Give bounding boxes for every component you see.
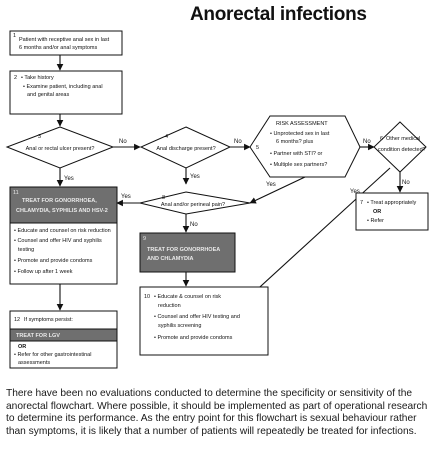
node-5-line-1: • Unprotected sex in last bbox=[270, 131, 330, 137]
node-6-line-1: Other medical bbox=[386, 136, 420, 142]
node-1-line-2: 6 months and/or anal symptoms bbox=[19, 45, 98, 51]
node-2-line-2: • Examine patient, including anal bbox=[23, 84, 103, 90]
node-12-line-1: OR bbox=[18, 344, 26, 350]
node-5-heading: RISK ASSESSMENT bbox=[276, 121, 328, 127]
node-7-treat-refer: 7 • Treat appropriately OR • Refer bbox=[355, 192, 429, 231]
node-7-line-3: • Refer bbox=[367, 218, 384, 224]
node-11-treat-all: 11 TREAT FOR GONORRHOEA, CHLAMYDIA, SYPH… bbox=[9, 186, 118, 285]
node-10-line-3: • Counsel and offer HIV testing and bbox=[154, 314, 240, 320]
node-1-entry: 1 Patient with receptive anal sex in las… bbox=[9, 30, 123, 56]
label-no-8: No bbox=[190, 222, 198, 228]
node-11-line-2: • Counsel and offer HIV and syphilis bbox=[14, 238, 102, 244]
node-2-line-3: and genital areas bbox=[27, 92, 69, 98]
node-8-number: 8 bbox=[162, 195, 165, 201]
node-3-number: 3 bbox=[38, 134, 41, 140]
node-11-line-4: • Promote and provide condoms bbox=[14, 258, 93, 264]
node-9-number: 9 bbox=[143, 236, 146, 242]
node-12-text: If symptoms persist: bbox=[24, 317, 73, 323]
node-3-ulcer-decision: 3 Anal or rectal ulcer present? bbox=[5, 126, 115, 169]
label-yes-5: Yes bbox=[266, 182, 276, 188]
node-6-medical-decision: 6 Other medical condition detected? bbox=[373, 121, 427, 173]
node-11-line-5: • Follow up after 1 week bbox=[14, 269, 73, 275]
node-9-line-1: TREAT FOR GONORRHOEA bbox=[147, 247, 220, 253]
label-yes-4: Yes bbox=[190, 174, 200, 180]
node-5-line-4: • Multiple sex partners? bbox=[270, 162, 327, 168]
node-4-text: Anal discharge present? bbox=[156, 146, 215, 152]
node-12-line-3: assessments bbox=[18, 360, 50, 366]
node-10-line-4: syphilis screening bbox=[158, 323, 201, 329]
diagram-title: Anorectal infections bbox=[190, 4, 367, 25]
node-9-line-2: AND CHLAMYDIA bbox=[147, 256, 193, 262]
body-paragraph: There have been no evaluations conducted… bbox=[6, 388, 428, 437]
label-yes-8: Yes bbox=[121, 194, 131, 200]
label-no-6: No bbox=[402, 180, 410, 186]
node-6-line-2: condition detected? bbox=[378, 147, 426, 153]
node-6-number: 6 bbox=[380, 136, 383, 142]
node-10-line-5: • Promote and provide condoms bbox=[154, 335, 233, 341]
arrow-5-to-8-yes bbox=[249, 176, 306, 204]
node-12-number: 12 bbox=[14, 317, 20, 323]
node-11-line-3: testing bbox=[18, 247, 34, 253]
node-8-text: Anal and/or perineal pain? bbox=[161, 202, 225, 208]
node-7-number: 7 bbox=[360, 200, 363, 206]
node-1-line-1: Patient with receptive anal sex in last bbox=[19, 37, 110, 43]
node-1-number: 1 bbox=[13, 33, 16, 39]
node-4-discharge-decision: 4 Anal discharge present? bbox=[139, 126, 232, 169]
node-12-line-2: • Refer for other gastrointestinal bbox=[14, 352, 91, 358]
label-no-3: No bbox=[119, 139, 127, 145]
node-2-number: 2 bbox=[14, 75, 17, 81]
node-5-line-3: • Partner with STI? or bbox=[270, 151, 323, 157]
decision-labels: No No No No Yes Yes Yes Yes No Yes bbox=[64, 139, 410, 228]
anorectal-flowchart: No No No No Yes Yes Yes Yes No Yes 1 Pat… bbox=[5, 30, 429, 369]
node-11-heading-2: CHLAMYDIA, SYPHILIS AND HSV-2 bbox=[16, 208, 108, 214]
node-3-text: Anal or rectal ulcer present? bbox=[26, 146, 95, 152]
node-10-line-1: • Educate & counsel on risk bbox=[154, 294, 221, 300]
node-5-risk-assessment: 5 RISK ASSESSMENT • Unprotected sex in l… bbox=[249, 115, 361, 178]
node-2-line-1: • Take history bbox=[21, 75, 54, 81]
node-2-history: 2 • Take history • Examine patient, incl… bbox=[9, 70, 123, 115]
connectors bbox=[56, 55, 404, 311]
label-yes-6: Yes bbox=[350, 189, 360, 195]
node-10-line-2: reduction bbox=[158, 303, 181, 309]
node-11-number: 11 bbox=[13, 190, 19, 196]
label-no-5: No bbox=[363, 139, 371, 145]
node-5-number: 5 bbox=[256, 145, 259, 151]
node-10-number: 10 bbox=[144, 294, 150, 300]
node-12-heading: TREAT FOR LGV bbox=[16, 333, 60, 339]
arrow-6-to-10-yes bbox=[249, 167, 391, 297]
node-7-line-1: • Treat appropriately bbox=[367, 200, 417, 206]
node-7-line-2: OR bbox=[373, 209, 381, 215]
node-4-number: 4 bbox=[165, 134, 168, 140]
label-yes-3: Yes bbox=[64, 176, 74, 182]
label-no-4: No bbox=[234, 139, 242, 145]
node-12-persistent-symptoms: 12 If symptoms persist: TREAT FOR LGV OR… bbox=[9, 310, 118, 369]
node-8-pain-decision: 8 Anal and/or perineal pain? bbox=[139, 191, 251, 215]
node-9-treat-gc-ct: 9 TREAT FOR GONORRHOEA AND CHLAMYDIA bbox=[139, 232, 236, 273]
node-11-line-1: • Educate and counsel on risk reduction bbox=[14, 228, 111, 234]
node-5-line-2: 6 months? plus bbox=[276, 139, 314, 145]
node-10-counselling: 10 • Educate & counsel on risk reduction… bbox=[139, 286, 269, 356]
node-11-heading-1: TREAT FOR GONORRHOEA, bbox=[22, 198, 97, 204]
